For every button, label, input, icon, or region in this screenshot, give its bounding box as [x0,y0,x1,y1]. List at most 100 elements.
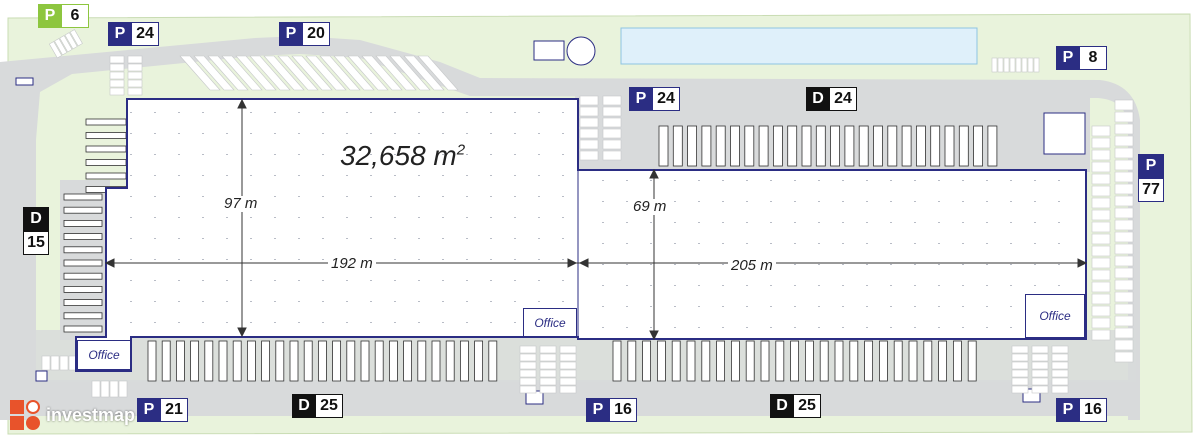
grid-dot [1010,327,1012,328]
parking-stall [1091,305,1111,317]
grid-dot [202,301,204,302]
grid-dot [986,285,988,286]
grid-dot [298,301,300,302]
grid-dot [418,217,420,218]
grid-dot [130,238,132,239]
office-right: Office [1025,294,1085,338]
dock-door [844,125,855,167]
parking-stall [602,139,622,150]
parking-stall [193,55,235,91]
parking-stall [1091,245,1111,257]
grid-dot [490,301,492,302]
dock-door [63,233,103,241]
grid-dot [770,222,772,223]
grid-dot [346,217,348,218]
grid-dot [890,180,892,181]
parking-stall [1114,195,1134,207]
grid-dot [130,133,132,134]
parking-stall [127,87,143,96]
grid-dot [938,306,940,307]
parking-letter: P [1138,154,1164,178]
dock-door [893,340,903,382]
parking-stall [1021,57,1028,73]
dock-door [758,125,769,167]
parking-stall [221,55,263,91]
grid-dot [178,217,180,218]
grid-dot [370,154,372,155]
parking-stall [1114,339,1134,351]
parking-letter: P [1056,398,1080,422]
dock-door [85,159,127,166]
office-bottom-left: Office [77,340,131,370]
dock-door [63,299,103,307]
grid-dot [514,196,516,197]
dock-door [887,125,898,167]
grid-dot [226,238,228,239]
grid-dot [962,180,964,181]
parking-stall [1027,57,1034,73]
dock-door [63,312,103,320]
grid-dot [154,301,156,302]
dock-door [289,340,299,382]
grid-dot [442,133,444,134]
parking-stall [127,63,143,72]
grid-dot [722,306,724,307]
dock-door [63,206,103,214]
grid-dot [866,306,868,307]
grid-dot [418,196,420,197]
dock-door [775,340,785,382]
parking-stall [1031,377,1049,386]
parking-stall [54,38,68,56]
grid-dot [490,322,492,323]
parking-stall [1031,345,1049,354]
grid-dot [346,238,348,239]
parking-stall [319,55,361,91]
grid-dot [346,175,348,176]
grid-dot [274,175,276,176]
grid-dot [418,259,420,260]
grid-dot [562,133,564,134]
grid-dot [1034,201,1036,202]
dock-door [849,340,859,382]
dimension-height-left: 97 m [221,196,261,212]
dock-count: 15 [23,231,49,255]
parking-stall [1091,197,1111,209]
grid-dot [514,280,516,281]
dock-door [938,340,947,382]
grid-dot [866,243,868,244]
parking-stall [539,361,557,370]
parking-stall [59,355,69,371]
parking-letter: P [38,4,62,28]
grid-dot [722,222,724,223]
grid-dot [698,222,700,223]
grid-dot [866,201,868,202]
grid-dot [394,133,396,134]
parking-stall [519,353,537,362]
grid-dot [1010,285,1012,286]
grid-dot [322,196,324,197]
grid-dot [322,259,324,260]
parking-stall [1003,57,1010,73]
grid-dot [346,112,348,113]
grid-dot [322,238,324,239]
grid-dot [794,306,796,307]
grid-dot [298,259,300,260]
grid-dot [650,243,652,244]
dock-door [908,340,918,382]
grid-dot [602,306,604,307]
loading-dock-doors [63,118,998,382]
parking-stall [1031,361,1049,370]
grid-dot [250,133,252,134]
parking-stall [1091,125,1111,137]
dock-door [805,340,814,382]
grid-dot [1034,243,1036,244]
grid-dot [130,280,132,281]
parking-stall [109,87,125,96]
grid-dot [770,180,772,181]
grid-dot [178,196,180,197]
grid-dot [274,133,276,134]
grid-dot [154,133,156,134]
grid-dot [538,217,540,218]
grid-dot [866,327,868,328]
